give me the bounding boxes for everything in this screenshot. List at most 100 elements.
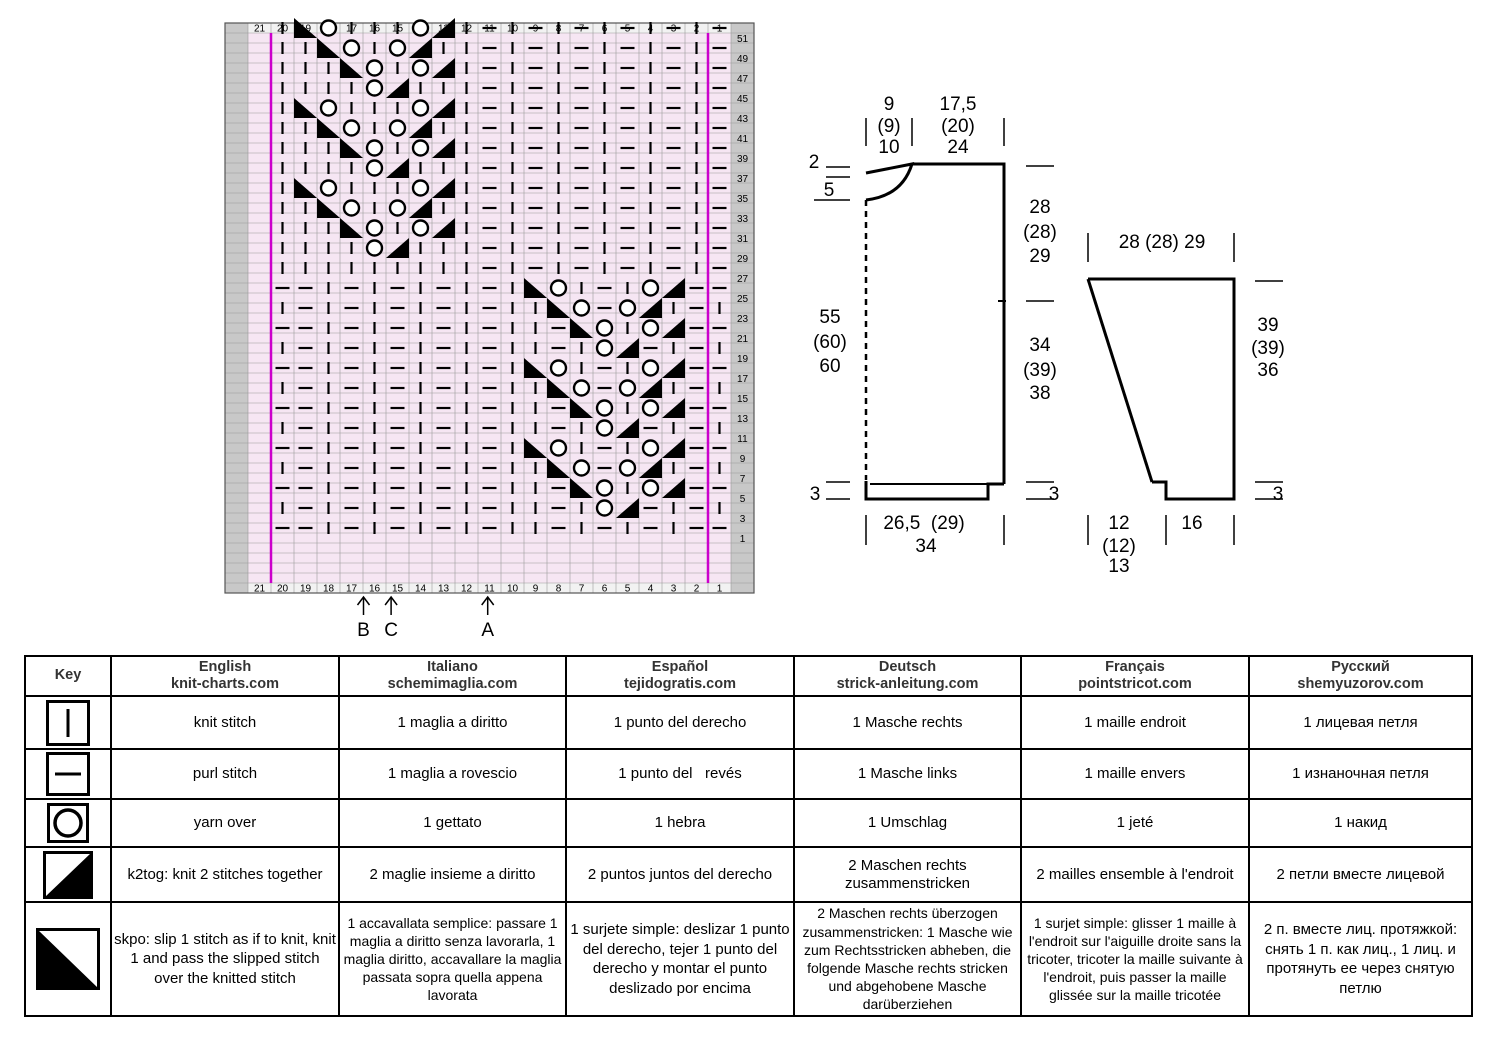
k2tog-symbol-cell [24, 846, 112, 903]
k2tog-mark [386, 158, 409, 178]
row-number: 17 [737, 374, 749, 385]
purl-de: 1 Masche links [793, 748, 1022, 800]
column-number-bottom: 12 [461, 584, 473, 595]
yarn-over-mark [411, 19, 430, 37]
yo-it: 1 gettato [338, 798, 567, 848]
knit-stitch-icon [46, 699, 90, 746]
row-number: 35 [737, 194, 749, 205]
purl-ru: 1 изнаночная петля [1248, 748, 1473, 800]
k2tog-mark [662, 398, 685, 418]
yarn-over-mark [641, 319, 660, 337]
column-number-bottom: 18 [323, 584, 335, 595]
column-number-bottom: 1 [717, 584, 723, 595]
arrow-head [384, 595, 398, 606]
yarn-over-mark [388, 39, 407, 57]
skpo-mark [570, 398, 593, 418]
side-length-2: (39) [1023, 360, 1057, 381]
yarn-over-mark [595, 479, 614, 497]
k2tog-mark [662, 438, 685, 458]
yarn-over-mark [319, 99, 338, 117]
skpo-mark [547, 378, 570, 398]
k2tog-mark [639, 298, 662, 318]
column-number-bottom: 11 [484, 584, 495, 595]
purl-symbol-cell [24, 748, 112, 800]
column-number-bottom: 4 [648, 584, 654, 595]
skpo-mark [294, 18, 317, 38]
knit-symbol-cell [24, 695, 112, 750]
yarn-over-mark [365, 59, 384, 77]
k2tog-icon [43, 850, 93, 899]
body-hem-right: 3 [1049, 484, 1060, 505]
yarn-over-mark [388, 199, 407, 217]
yarn-over-mark [572, 299, 591, 317]
yarn-over-mark [411, 219, 430, 237]
chart-bottom-number-band [248, 583, 731, 593]
yarn-over-mark [549, 279, 568, 297]
row-number: 11 [737, 434, 748, 445]
purl-it: 1 maglia a rovescio [338, 748, 567, 800]
k2tog-es: 2 puntos juntos del derecho [565, 846, 795, 903]
skpo-mark [317, 198, 340, 218]
row-number: 49 [737, 54, 749, 65]
k2tog-mark [639, 458, 662, 478]
knit-fr: 1 maille endroit [1020, 695, 1250, 750]
yarn-over-mark [365, 139, 384, 157]
column-number-bottom: 13 [438, 584, 450, 595]
k2tog-mark [432, 218, 455, 238]
yarn-over-mark [319, 19, 338, 37]
row-number: 45 [737, 94, 749, 105]
arrow-head [356, 595, 371, 606]
body-dimension-lines [814, 118, 1054, 545]
row-number: 21 [737, 334, 749, 345]
column-number-bottom: 17 [346, 584, 358, 595]
k2tog-de: 2 Maschen rechts zusammenstricken [793, 846, 1022, 903]
body-top-right-2: (20) [941, 116, 975, 137]
column-number-bottom: 14 [415, 584, 427, 595]
skpo-en: skpo: slip 1 stitch as if to knit, knit … [110, 901, 340, 1017]
k2tog-mark [432, 18, 455, 38]
column-number-bottom: 8 [556, 584, 562, 595]
garment-schematic: 9 (9) 10 17,5 (20) 24 2 5 55 (60) 60 28 … [809, 94, 1285, 577]
purl-fr: 1 maille envers [1020, 748, 1250, 800]
sleeve-bottom-right: 16 [1181, 513, 1202, 534]
skpo-symbol-cell [24, 901, 112, 1017]
body-width-1: 26,5 (29) [883, 513, 964, 534]
row-number: 39 [737, 154, 749, 165]
neck-depth-label: 5 [824, 180, 835, 201]
yarn-over-mark [595, 319, 614, 337]
yarn-over-mark [618, 379, 637, 397]
yo-es: 1 hebra [565, 798, 795, 848]
k2tog-mark [432, 58, 455, 78]
key-row-yarn-over: yarn over 1 gettato 1 hebra 1 Umschlag 1… [24, 798, 1473, 848]
k2tog-en: k2tog: knit 2 stitches together [110, 846, 340, 903]
arrow-label: A [481, 620, 494, 641]
skpo-mark [524, 358, 547, 378]
skpo-es: 1 surjete simple: deslizar 1 punto del d… [565, 901, 795, 1017]
yarn-over-mark [342, 39, 361, 57]
yarn-over-mark [618, 459, 637, 477]
body-top-right-1: 17,5 [940, 94, 977, 115]
row-number: 51 [737, 34, 749, 45]
yarn-over-mark [618, 299, 637, 317]
row-number: 43 [737, 114, 749, 125]
key-row-purl: purl stitch 1 maglia a rovescio 1 punto … [24, 748, 1473, 800]
yarn-over-mark [549, 439, 568, 457]
k2tog-mark [616, 338, 639, 358]
knit-ru: 1 лицевая петля [1248, 695, 1473, 750]
body-width-2: 34 [915, 536, 937, 557]
yarn-over-mark [388, 119, 407, 137]
skpo-mark [524, 278, 547, 298]
sleeve-bottom-left-3: 13 [1108, 556, 1129, 577]
yarn-over-mark [411, 99, 430, 117]
body-top-right-3: 24 [947, 137, 969, 158]
skpo-mark [317, 118, 340, 138]
body-hem [864, 481, 1004, 501]
neck-top-label: 2 [809, 152, 820, 173]
k2tog-mark [662, 318, 685, 338]
sleeve-hem [1152, 480, 1236, 501]
